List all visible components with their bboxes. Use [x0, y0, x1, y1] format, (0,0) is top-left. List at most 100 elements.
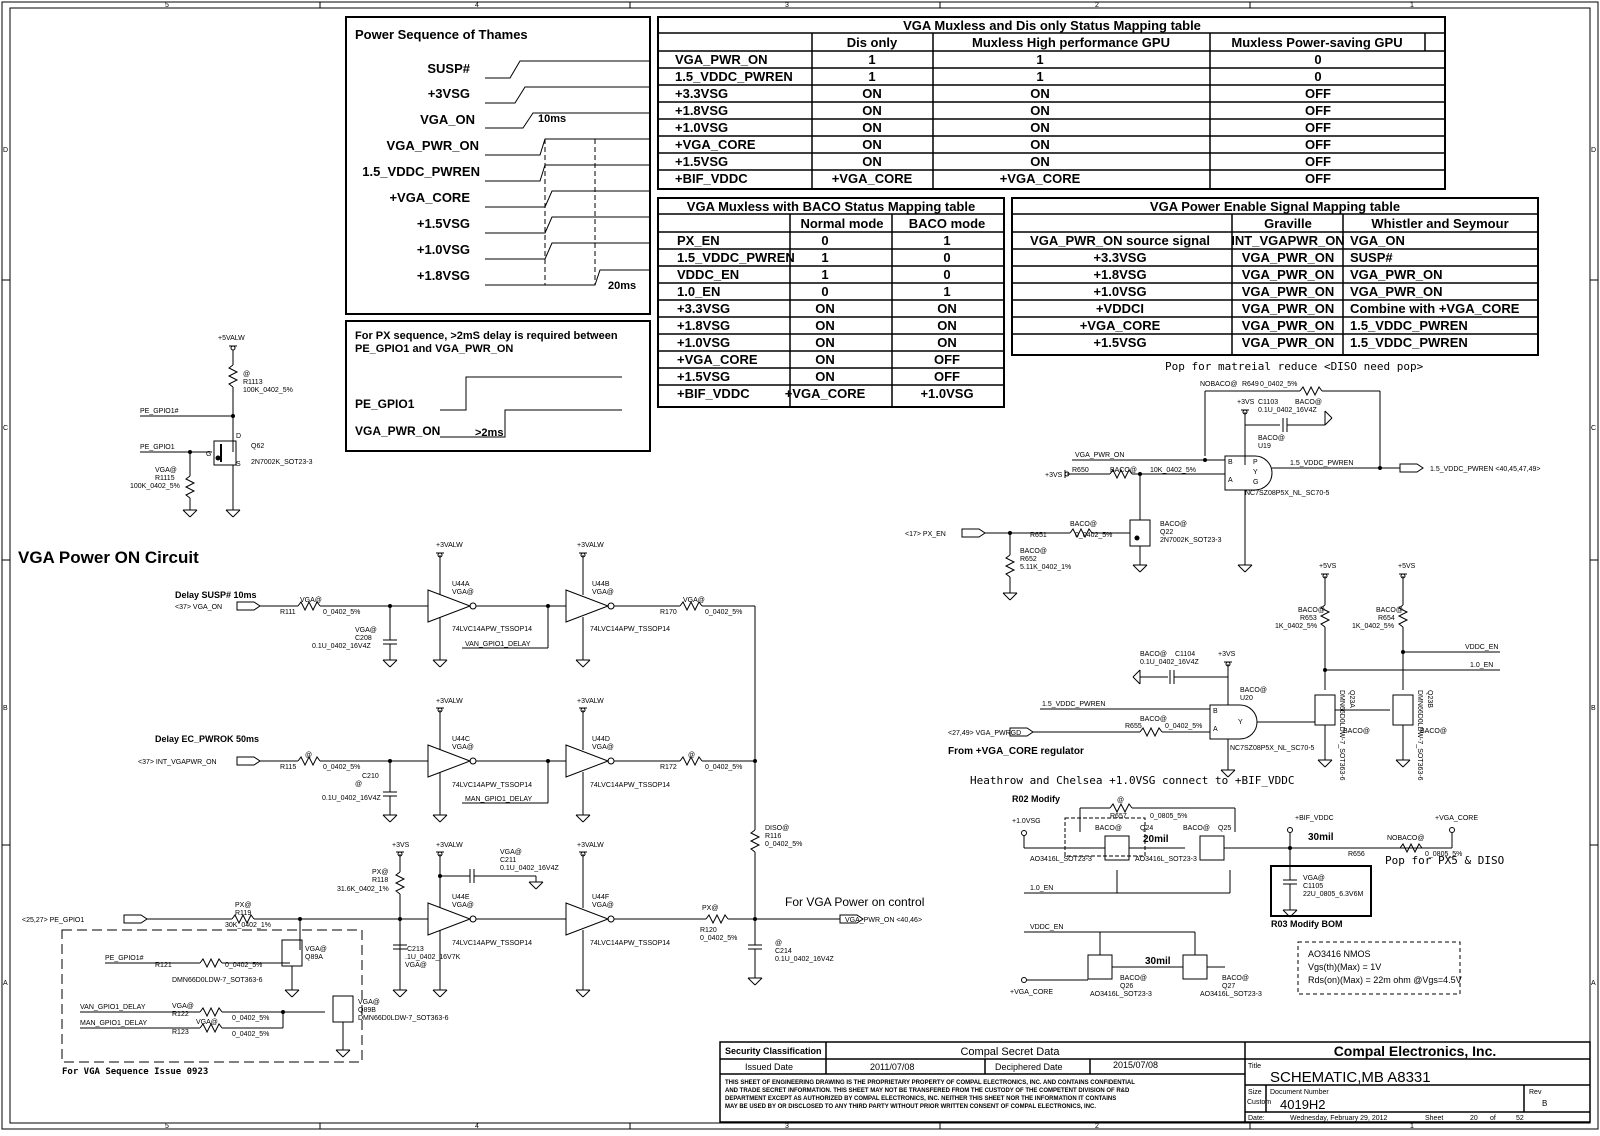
- table-cell: OFF: [1305, 171, 1331, 186]
- comp-label: 74LVC14APW_TSSOP14: [590, 940, 670, 947]
- comp-label: 74LVC14APW_TSSOP14: [590, 626, 670, 633]
- table-cell: VGA_PWR_ON: [1242, 250, 1334, 265]
- row-label: A: [3, 980, 8, 987]
- tb-label: Date:: [1248, 1115, 1265, 1122]
- comp-label: 0_0402_5%: [705, 609, 742, 616]
- vga-power-on-circuit: VGA Power ON Circuit Delay SUSP# 10ms <3…: [18, 542, 924, 998]
- comp-label: R1113: [243, 379, 263, 386]
- net-label: MAN_GPIO1_DELAY: [80, 1020, 148, 1027]
- comp-label: BACO@: [1298, 607, 1325, 614]
- table-cell: 1.5_VDDC_PWREN: [677, 250, 795, 265]
- tb-label: Security Classification: [725, 1046, 822, 1056]
- comp-label: BACO@: [1070, 521, 1097, 528]
- table-cell: ON: [1030, 86, 1050, 101]
- comp-label: U44E: [452, 894, 470, 901]
- table-cell: +BIF_VDDC: [677, 386, 750, 401]
- row-label: C: [1591, 425, 1596, 432]
- row-label: D: [3, 147, 8, 154]
- comp-label: BACO@: [1140, 716, 1167, 723]
- comp-label: R655: [1125, 723, 1142, 730]
- comp-label: VGA@: [196, 1019, 218, 1026]
- table-header: Muxless Power-saving GPU: [1231, 35, 1402, 50]
- table-cell: ON: [1030, 103, 1050, 118]
- comp-label: U44D: [592, 736, 610, 743]
- comp-label: AO3416L_SOT23-3: [1135, 856, 1197, 863]
- comp-label: DMN66D0LDW-7_SOT363-6: [1338, 690, 1345, 781]
- comp-label: 5.11K_0402_1%: [1020, 564, 1071, 571]
- comp-label: VGA@: [452, 744, 474, 751]
- seq-signal: VGA_PWR_ON: [387, 138, 479, 153]
- row-label: B: [1591, 705, 1596, 712]
- net-label: 1.5_VDDC_PWREN: [1290, 460, 1353, 467]
- px-signal: VGA_PWR_ON: [355, 424, 440, 438]
- comp-label: Q26: [1120, 983, 1133, 990]
- table-cell: 0: [943, 250, 950, 265]
- table-cell: VGA_PWR_ON: [1242, 335, 1334, 350]
- table-cell: 0: [821, 233, 828, 248]
- pin-label: P: [1253, 459, 1258, 466]
- row-label: D: [1591, 147, 1596, 154]
- net-label: 1.0_EN: [1470, 662, 1493, 669]
- note-label: For VGA Sequence Issue 0923: [62, 1067, 208, 1077]
- comp-label: R116: [765, 833, 781, 840]
- table-cell: OFF: [1305, 86, 1331, 101]
- width-label: 30mil: [1145, 956, 1171, 967]
- table-cell: +1.5VSG: [677, 369, 730, 384]
- comp-label: VGA@: [452, 589, 474, 596]
- comp-label: @: [775, 940, 782, 947]
- tb-label: Title: [1248, 1063, 1261, 1070]
- note-label: Vgs(th)(Max) = 1V: [1308, 962, 1381, 972]
- net-label: VGA_PWR_ON: [1075, 452, 1124, 459]
- seq-signal: +1.8VSG: [417, 268, 470, 283]
- note-label: Rds(on)(Max) = 22m ohm @Vgs=4.5V: [1308, 975, 1462, 985]
- table-header: Graville: [1264, 216, 1312, 231]
- comp-label: U19: [1258, 443, 1271, 450]
- input-port: [961, 528, 986, 538]
- pin-label: A: [1228, 477, 1233, 484]
- table-cell: +1.0VSG: [675, 120, 728, 135]
- comp-label: VGA@: [592, 744, 614, 751]
- port-label: <25,27> PE_GPIO1: [22, 917, 84, 924]
- table-cell: +1.5VSG: [675, 154, 728, 169]
- comp-label: 0_0402_5%: [225, 962, 262, 969]
- comp-label: R654: [1378, 615, 1395, 622]
- tb-value: 2011/07/08: [870, 1062, 914, 1072]
- comp-label: U20: [1240, 695, 1253, 702]
- rail-label: +3VALW: [436, 542, 463, 549]
- comp-label: @: [305, 752, 312, 759]
- px-delay: >2ms: [475, 427, 503, 439]
- net-label: VAN_GPIO1_DELAY: [80, 1004, 146, 1011]
- table-cell: +1.5VSG: [1093, 335, 1146, 350]
- comp-label: Q23B: [1426, 690, 1433, 708]
- seq-signal: +1.5VSG: [417, 216, 470, 231]
- port-label: <17> PX_EN: [905, 531, 946, 538]
- border-labels: 5 4 3 2 1 5 4 3 2 1 D C B A D C B A: [3, 2, 1596, 1130]
- note-label: From +VGA_CORE regulator: [948, 746, 1084, 757]
- comp-label: 0.1U_0402_16V4Z: [1258, 407, 1317, 414]
- table-cell: +1.8VSG: [1093, 267, 1146, 282]
- comp-label: BACO@: [1160, 521, 1187, 528]
- comp-label: VGA@: [405, 962, 427, 969]
- note-label: R03 Modify BOM: [1271, 919, 1343, 929]
- table-cell: PX_EN: [677, 233, 720, 248]
- table-cell: OFF: [934, 352, 960, 367]
- input-port: [123, 914, 148, 924]
- comp-label: 74LVC14APW_TSSOP14: [452, 782, 532, 789]
- table-header: BACO mode: [909, 216, 986, 231]
- comp-label: C211: [500, 857, 516, 864]
- input-port: [236, 756, 261, 766]
- comp-label: .1U_0402_16V7K: [405, 954, 461, 961]
- doc-number: 4019H2: [1280, 1097, 1326, 1112]
- and-gate: [1209, 704, 1258, 740]
- comp-label: R656: [1348, 851, 1365, 858]
- rail-label: +1.0VSG: [1012, 818, 1041, 825]
- buffer-gate: [565, 902, 610, 936]
- seq-waveforms: [485, 60, 650, 286]
- comp-label: C208: [355, 635, 372, 642]
- table-cell: +VGA_CORE: [1080, 318, 1161, 333]
- comp-label: BACO@: [1420, 728, 1447, 735]
- table-cell: VGA_PWR_ON: [675, 52, 767, 67]
- notice-line: DEPARTMENT EXCEPT AS AUTHORIZED BY COMPA…: [725, 1096, 1116, 1102]
- tb-label: Deciphered Date: [995, 1062, 1063, 1072]
